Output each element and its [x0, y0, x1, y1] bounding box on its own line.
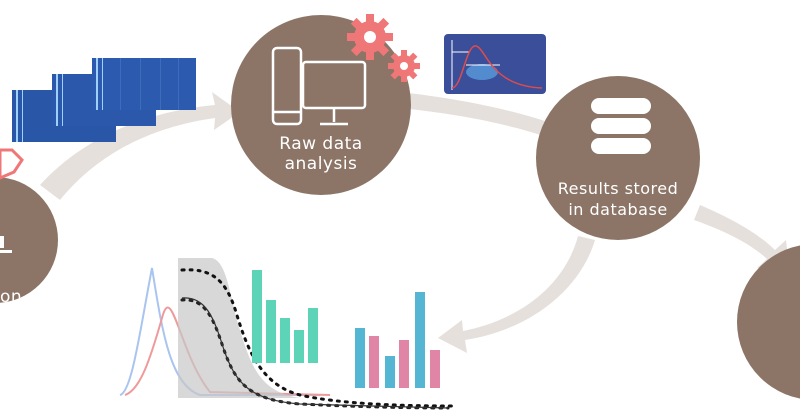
results-stored-line1: Results stored: [557, 179, 679, 198]
bar-group-teal: [252, 270, 318, 363]
decay-curves: [178, 258, 457, 410]
partial-gear-icon: [0, 148, 24, 180]
spectrogram-thumbnail: [12, 58, 196, 142]
decay-line: [181, 297, 449, 409]
node-raw-data-analysis: [231, 14, 420, 195]
raw-data-analysis-line2: analysis: [284, 154, 358, 174]
decay-dotted-lower: [180, 298, 450, 410]
arrow-database-to-right: [694, 205, 790, 275]
raw-data-analysis-label: Raw data analysis: [256, 134, 386, 174]
bar-group-pink-blue: [355, 292, 440, 388]
node-right-partial: [737, 245, 800, 399]
node-left-partial: [0, 148, 58, 303]
arrow-analysis-to-database: [400, 92, 580, 152]
flow-arrows: [40, 92, 790, 353]
results-stored-label: Results stored in database: [543, 178, 693, 220]
decay-dotted-upper: [180, 268, 457, 408]
arrow-left-to-analysis: [40, 92, 240, 200]
raw-data-analysis-line1: Raw data: [279, 134, 363, 154]
arrow-database-to-plots: [438, 236, 595, 353]
peak-fit-thumbnail: [444, 34, 546, 94]
gear-icon: [347, 14, 420, 82]
results-plots: [119, 258, 457, 410]
node-results-stored: [536, 76, 700, 240]
devices-icon: [271, 46, 367, 126]
database-icon: [591, 98, 651, 154]
left-partial-label: on: [0, 287, 23, 307]
results-stored-line2: in database: [568, 200, 668, 219]
